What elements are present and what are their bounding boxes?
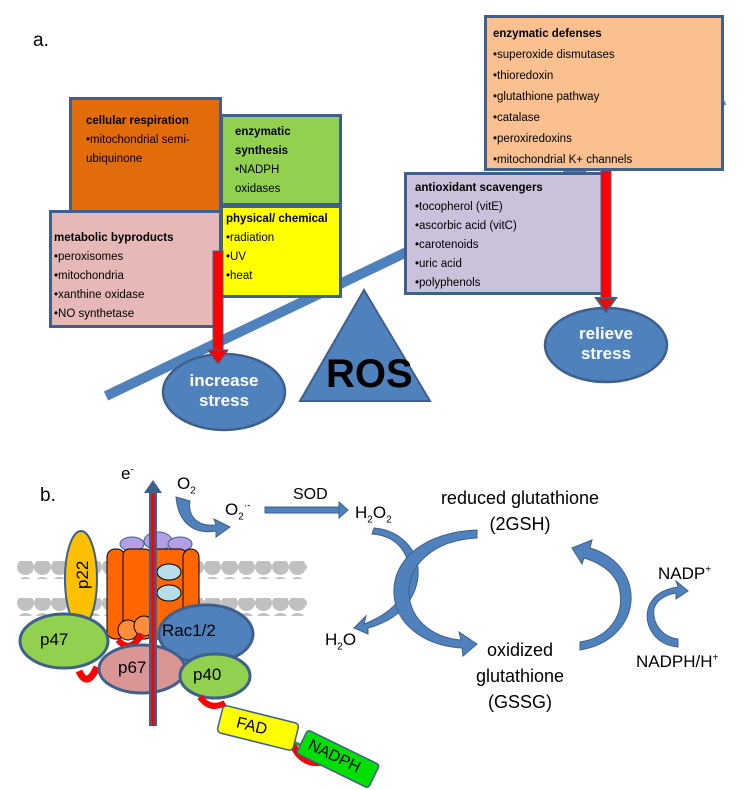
nadph-h-base: NADPH/H [636,652,713,671]
box-item: heat [226,267,336,286]
box-antioxidant-scavengers: antioxidant scavengers tocopherol (vitE)… [404,172,604,295]
nadp-label: NADP+ [658,564,711,584]
box-title: enzymatic synthesis [235,126,291,157]
increase-stress-line2: stress [198,391,250,410]
p40-subunit [178,652,252,700]
h2o2-o: O [372,503,387,522]
relieve-stress-arrow [594,170,618,314]
reduced-glutathione-label: reduced glutathione (2GSH) [420,485,620,537]
gsh-to-gssg-arrow [393,529,478,657]
relieve-stress-line1: relieve [579,324,633,343]
box-item: peroxiredoxins [493,129,715,150]
increase-stress-label: increase stress [163,371,285,411]
box-title: enzymatic defenses [493,28,602,40]
box-enzymatic-synthesis: enzymatic synthesis NADPH oxidases [220,114,342,206]
box-cellular-respiration: cellular respiration mitochondrial semi-… [69,97,222,217]
p40-label: p40 [193,665,222,684]
box-item: polyphenols [415,274,593,293]
oxidized-glutathione-line1: oxidized [486,640,554,660]
nadph-h-charge: + [712,652,719,664]
reduced-glutathione-line1: reduced glutathione [440,488,600,508]
increase-stress-line1: increase [189,371,259,390]
h2o-h: H [325,630,338,649]
superoxide-base: O [225,500,239,519]
box-item: UV [226,248,336,267]
nadp-charge: + [705,564,712,576]
panel-b-label: b. [40,485,56,506]
superoxide-sub: 2 [238,511,244,523]
nadph-to-nadp-arrow [646,579,689,648]
nadp-base: NADP [658,564,706,583]
oxidized-glutathione-line2: glutathione [475,666,565,686]
h2o-label: H2O [325,630,356,652]
relieve-stress-line2: stress [580,344,632,363]
box-title: metabolic byproducts [54,232,174,244]
box-item: carotenoids [415,236,593,255]
nadph-h-label: NADPH/H+ [636,652,718,672]
p47-subunit [18,612,110,670]
p47-tail [75,665,101,683]
box-title: cellular respiration [86,115,189,127]
p22-label: p22 [73,560,92,589]
h2o2-h: H [355,503,368,522]
box-item: tocopherol (vitE) [415,198,593,217]
electron-charge: - [130,464,134,476]
oxidized-glutathione-line3: (GSSG) [487,692,552,712]
sod-label: SOD [293,486,328,503]
box-item: ascorbic acid (vitC) [415,217,593,236]
electron-label: e- [121,464,134,484]
box-item: glutathione pathway [493,87,715,108]
superoxide-charge: ·- [243,500,251,512]
box-item: xanthine oxidase [54,286,217,305]
o2-label: O2 [177,474,196,496]
box-item: NO synthetase [54,305,217,324]
panel-a-label: a. [33,30,49,51]
increase-stress-arrow [207,250,229,365]
box-item: uric acid [415,255,593,274]
h2o2-label: H2O2 [355,503,392,525]
box-physical-chemical: physical/ chemical radiation UV heat [220,205,342,298]
h2o-sub: 2 [337,641,343,653]
box-item: superoxide dismutases [493,45,715,66]
box-title: antioxidant scavengers [415,182,543,194]
h2o2-sub1: 2 [367,514,373,526]
gssg-to-gsh-arrow [571,539,632,651]
p67-label: p67 [118,658,147,677]
o2-base: O [177,474,191,493]
box-item: mitochondrial K+ channels [493,150,715,171]
box-enzymatic-defenses: enzymatic defenses superoxide dismutases… [484,15,724,171]
sod-arrow [264,500,349,520]
superoxide-label: O2·- [225,500,250,522]
p47-label: p47 [40,630,69,649]
ros-fulcrum [298,288,432,402]
box-metabolic-byproducts: metabolic byproducts peroxisomes mitocho… [49,210,222,328]
box-item: peroxisomes [54,248,217,267]
o2-sub: 2 [190,485,196,497]
box-item: catalase [493,108,715,129]
box-title: physical/ chemical [226,213,328,225]
relieve-stress-label: relieve stress [545,324,667,364]
box-item: mitochondrial semi-ubiquinone [86,131,205,169]
nadph-box [296,730,380,788]
oxidized-glutathione-label: oxidized glutathione (GSSG) [460,637,580,715]
fad-box [216,705,300,751]
box-item: thioredoxin [493,66,715,87]
o2-to-superoxide-arrow [175,496,231,538]
h2o2-sub2: 2 [386,514,392,526]
ros-label: ROS [326,352,413,396]
rac-label: Rac1/2 [162,621,216,640]
electron-text: e [121,464,131,483]
h2o-o: O [342,630,357,649]
reduced-glutathione-line2: (2GSH) [489,514,551,534]
box-item: radiation [226,229,336,248]
electron-arrow [144,480,162,726]
box-item: NADPH oxidases [235,161,327,199]
box-item: mitochondria [54,267,217,286]
